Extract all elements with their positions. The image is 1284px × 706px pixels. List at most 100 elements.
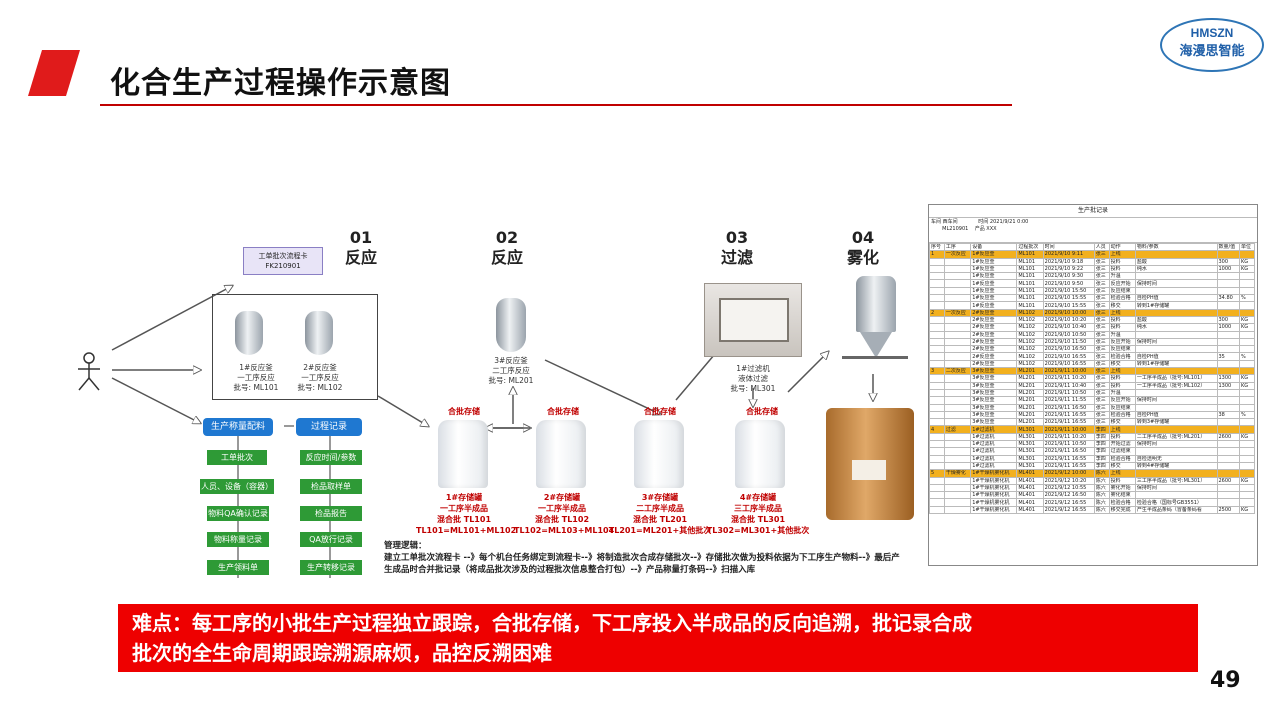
record-cell: 张三: [1094, 382, 1109, 389]
record-cell: 陈六: [1094, 470, 1109, 477]
record-cell: 2021/9/11 10:20: [1043, 375, 1094, 382]
record-cell: 2500: [1217, 506, 1240, 513]
record-cell: 1#反应釜: [971, 273, 1017, 280]
col2-item-2: 检品取样单: [300, 479, 362, 494]
record-cell: 2021/9/10 10:00: [1043, 309, 1094, 316]
record-row: 3#反应釜ML2012021/9/11 16:55张三检验合格自检PH值38%: [930, 411, 1255, 418]
record-cell: [1240, 397, 1255, 404]
record-cell: 反应开始: [1109, 397, 1135, 404]
record-row: 1#过滤机ML3012021/9/11 16:50李四过滤结束: [930, 448, 1255, 455]
flow-card-title: 工单批次流程卡: [244, 251, 322, 261]
col2-item-4: QA放行记录: [300, 532, 362, 547]
record-cell: 反应结束: [1109, 346, 1135, 353]
record-cell: [1217, 462, 1240, 469]
col1-item-4: 物料称量记录: [207, 532, 269, 547]
record-cell: [1135, 346, 1217, 353]
record-cell: [944, 492, 970, 499]
record-cell: [930, 353, 945, 360]
record-cell: 2021/9/10 15:50: [1043, 287, 1094, 294]
tank-2-tag: 合批存储: [541, 406, 585, 417]
record-cell: ML401: [1017, 492, 1043, 499]
record-cell: ML401: [1017, 484, 1043, 491]
record-cell: 三工序半成品（批号:ML301）: [1135, 477, 1217, 484]
record-cell: 自检透明无: [1135, 455, 1217, 462]
record-cell: 34.80: [1217, 295, 1240, 302]
record-cell: [930, 397, 945, 404]
record-cell: [1240, 389, 1255, 396]
record-cell: [944, 353, 970, 360]
record-cell: KG: [1240, 382, 1255, 389]
record-cell: [944, 338, 970, 345]
record-title: 生产批记录: [929, 205, 1257, 218]
record-cell: [1240, 499, 1255, 506]
record-cell: [930, 455, 945, 462]
record-group-row: 2一次反应2#反应釜ML1022021/9/10 10:00张三上线: [930, 309, 1255, 316]
record-row: 2#反应釜ML1022021/9/10 10:20张三投料盐酸300KG: [930, 316, 1255, 323]
record-cell: [930, 302, 945, 309]
record-cell: 1#反应釜: [971, 265, 1017, 272]
record-cell: 反应开始: [1109, 280, 1135, 287]
record-cell: [1240, 426, 1255, 433]
record-row: 2#反应釜ML1022021/9/10 11:50张三反应开始保持时间: [930, 338, 1255, 345]
record-cell: 产生半成品条码（冒备条码看: [1135, 506, 1217, 513]
record-cell: ML201: [1017, 397, 1043, 404]
record-cell: 张三: [1094, 419, 1109, 426]
company-logo: HMSZN 海漫思智能: [1160, 18, 1264, 72]
record-cell: 张三: [1094, 397, 1109, 404]
record-cell: KG: [1240, 433, 1255, 440]
record-cell: 张三: [1094, 360, 1109, 367]
record-cell: [1135, 426, 1217, 433]
flow-card: 工单批次流程卡 FK210901: [243, 247, 323, 275]
record-cell: 1#过滤机: [971, 433, 1017, 440]
record-cell: [930, 382, 945, 389]
record-cell: [1217, 309, 1240, 316]
record-cell: 3: [930, 368, 945, 375]
record-row: 1#干燥机雾化机ML4012021/9/12 10:20陈六投料三工序半成品（批…: [930, 477, 1255, 484]
record-cell: [944, 331, 970, 338]
note-heading: 管理逻辑：: [384, 540, 904, 552]
record-cell: ML401: [1017, 477, 1043, 484]
record-cell: 投料: [1109, 324, 1135, 331]
record-cell: 检验合格: [1109, 455, 1135, 462]
record-row: 2#反应釜ML1022021/9/10 16:55张三检验合格自检PH值35%: [930, 353, 1255, 360]
record-cell: ML102: [1017, 360, 1043, 367]
record-cell: 陈六: [1094, 506, 1109, 513]
record-cell: 2021/9/10 11:50: [1043, 338, 1094, 345]
record-cell: ML102: [1017, 309, 1043, 316]
record-cell: 张三: [1094, 353, 1109, 360]
record-cell: KG: [1240, 477, 1255, 484]
record-row: 3#反应釜ML2012021/9/11 10:20张三投料一工序半成品（批号:M…: [930, 375, 1255, 382]
record-cell: 2021/9/10 16:55: [1043, 360, 1094, 367]
record-cell: [1135, 389, 1217, 396]
record-cell: 保持时间: [1135, 397, 1217, 404]
logo-text-cn: 海漫思智能: [1162, 40, 1262, 59]
tank-4-label: 4#存储罐三工序半成品混合批 TL301TL302=ML301+其他批次: [706, 492, 810, 536]
record-cell: 陈六: [1094, 499, 1109, 506]
record-cell: 3#反应釜: [971, 368, 1017, 375]
record-row: 2#反应釜ML1022021/9/10 16:50张三反应结束: [930, 346, 1255, 353]
reactor-2-image: [305, 311, 333, 355]
record-cell: [944, 389, 970, 396]
record-cell: 反应开始: [1109, 338, 1135, 345]
record-cell: 一工序半成品（批号:ML101）: [1135, 375, 1217, 382]
record-cell: 张三: [1094, 309, 1109, 316]
record-cell: [944, 382, 970, 389]
record-cell: 1#反应釜: [971, 295, 1017, 302]
record-cell: ML201: [1017, 404, 1043, 411]
record-cell: 张三: [1094, 280, 1109, 287]
record-cell: 张三: [1094, 346, 1109, 353]
record-cell: [930, 499, 945, 506]
record-cell: 2: [930, 309, 945, 316]
record-cell: 2021/9/12 16:55: [1043, 506, 1094, 513]
record-cell: 反应结束: [1109, 404, 1135, 411]
record-cell: KG: [1240, 265, 1255, 272]
record-cell: [1240, 273, 1255, 280]
record-cell: [1135, 309, 1217, 316]
record-cell: 1300: [1217, 382, 1240, 389]
record-cell: 投料: [1109, 477, 1135, 484]
record-cell: 3#反应釜: [971, 404, 1017, 411]
record-cell: [1240, 331, 1255, 338]
record-cell: [1240, 280, 1255, 287]
record-cell: 1#过滤机: [971, 455, 1017, 462]
